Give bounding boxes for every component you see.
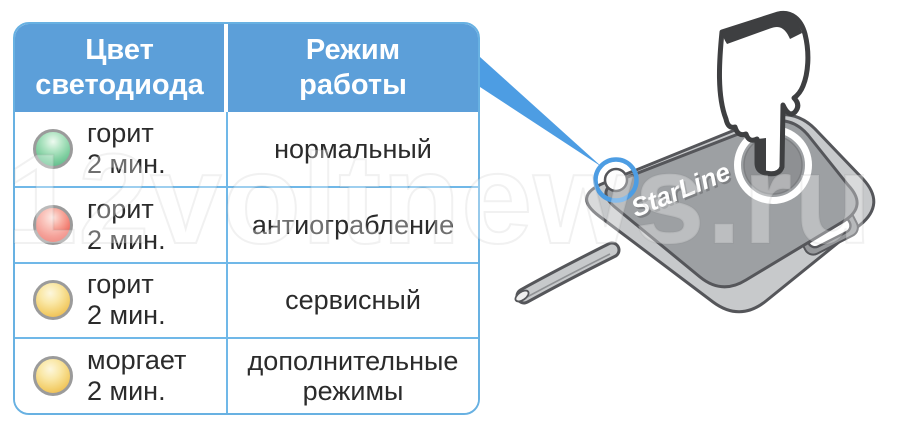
- led-cell: горит 2 мин.: [15, 112, 228, 186]
- table-row: горит 2 мин. нормальный: [15, 112, 478, 186]
- led-cell: горит 2 мин.: [15, 263, 228, 338]
- mode-text: антиограбление: [251, 209, 455, 240]
- led-behavior-text: моргает 2 мин.: [87, 345, 187, 407]
- led-behavior-text: горит 2 мин.: [87, 117, 166, 179]
- header-label-mode: Режим работы: [299, 34, 407, 101]
- led-indicator-icon: [33, 128, 73, 169]
- header-label-led-color: Цвет светодиода: [35, 34, 204, 101]
- callout-wedge: [480, 57, 602, 167]
- device-cable: [514, 241, 621, 305]
- led-cell: моргает 2 мин.: [15, 339, 228, 413]
- led-indicator-icon: [33, 204, 73, 245]
- led-behavior-text: горит 2 мин.: [87, 269, 166, 331]
- mode-text: сервисный: [285, 285, 421, 316]
- led-highlight-ring: [593, 157, 639, 203]
- led-mode-table: Цвет светодиода Режим работы горит 2 мин…: [13, 22, 480, 415]
- mode-text: нормальный: [274, 133, 432, 164]
- pressing-hand-icon: [717, 10, 811, 177]
- led-indicator-icon: [33, 356, 73, 397]
- device-led: [603, 167, 629, 193]
- header-cell-mode: Режим работы: [228, 24, 478, 112]
- table-header: Цвет светодиода Режим работы: [15, 24, 478, 112]
- table-row: моргает 2 мин. дополнительные режимы: [15, 337, 478, 413]
- mode-text: дополнительные режимы: [247, 345, 459, 407]
- led-behavior-text: горит 2 мин.: [87, 193, 166, 255]
- led-indicator-icon: [33, 280, 73, 321]
- led-cell: горит 2 мин.: [15, 187, 228, 262]
- header-cell-led-color: Цвет светодиода: [15, 24, 228, 112]
- table-row: горит 2 мин. сервисный: [15, 261, 478, 338]
- table-row: горит 2 мин. антиограбление: [15, 185, 478, 262]
